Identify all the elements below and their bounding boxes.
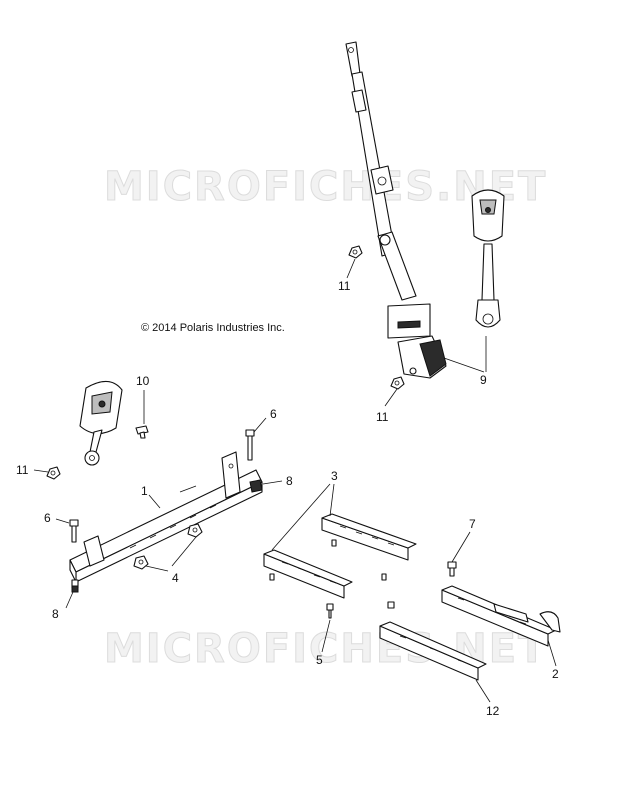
- nut-4-b: [133, 555, 149, 570]
- bolt-6-upper: [245, 429, 255, 461]
- callout-5: 5: [316, 653, 323, 667]
- callout-11-left: 11: [16, 463, 29, 477]
- seat-belt-buckle-lower: [79, 380, 123, 466]
- callout-3: 3: [331, 469, 338, 483]
- callout-1: 1: [141, 484, 148, 498]
- callout-11-upper: 11: [338, 279, 351, 293]
- watermark-top: MICROFICHES.NET: [104, 164, 547, 210]
- clip-8-left: [71, 579, 79, 593]
- nut-upper: [348, 245, 363, 259]
- bolt-6-lower: [69, 519, 79, 543]
- callout-2: 2: [552, 667, 559, 681]
- bolt-part-10: [135, 425, 149, 439]
- slide-rail-upper: [321, 513, 417, 561]
- callout-12: 12: [486, 704, 500, 718]
- screw-5: [326, 603, 334, 619]
- callout-9: 9: [480, 373, 487, 387]
- callout-8-left: 8: [52, 607, 59, 621]
- adjuster-slide-rail: [441, 585, 561, 647]
- callout-10: 10: [136, 374, 150, 388]
- nut-middle: [390, 376, 405, 390]
- callout-8-right: 8: [286, 474, 293, 488]
- copyright-text: © 2014 Polaris Industries Inc.: [141, 322, 285, 334]
- rail-screws: [269, 539, 395, 609]
- nut-left: [46, 466, 61, 480]
- seat-belt-buckle-upper: [471, 189, 505, 328]
- callout-11-middle: 11: [376, 410, 389, 424]
- clip-8-right: [249, 479, 263, 493]
- nut-4-a: [187, 523, 203, 538]
- bolt-7: [447, 561, 457, 577]
- seat-belt-retractor-assembly: [345, 41, 447, 379]
- callout-6-upper: 6: [270, 407, 277, 421]
- slide-rail-lower: [263, 549, 353, 599]
- slide-rail-12: [379, 621, 487, 681]
- callout-6-lower: 6: [44, 511, 51, 525]
- callout-4: 4: [172, 571, 179, 585]
- seat-frame-rail: [69, 451, 263, 583]
- callout-7: 7: [469, 517, 476, 531]
